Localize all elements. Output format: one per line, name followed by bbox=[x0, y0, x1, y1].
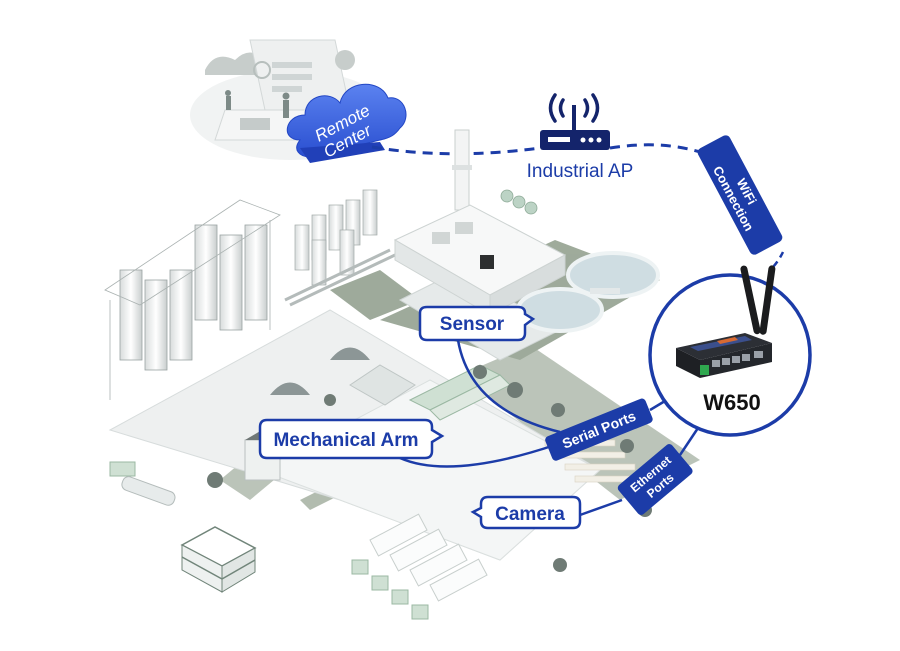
mechanical-arm-callout[interactable]: Mechanical Arm bbox=[258, 418, 445, 460]
remote-center-cloud[interactable]: Remote Center bbox=[286, 83, 407, 163]
cooling-fans bbox=[500, 189, 538, 215]
wifi-connection-tag[interactable]: WiFi Connection bbox=[696, 134, 784, 257]
camera-label: Camera bbox=[495, 504, 565, 525]
w650-label: W650 bbox=[703, 390, 760, 415]
industrial-router-device-icon bbox=[676, 265, 776, 378]
silos-left bbox=[104, 199, 281, 400]
sensor-label: Sensor bbox=[440, 314, 505, 335]
office-building bbox=[180, 526, 257, 593]
power-building bbox=[393, 129, 567, 316]
wifi-link-to-device bbox=[771, 251, 785, 269]
wireless-router-icon[interactable] bbox=[540, 93, 610, 150]
silos-middle bbox=[284, 189, 396, 307]
trucks bbox=[109, 461, 488, 620]
mechanical-arm-label: Mechanical Arm bbox=[273, 430, 418, 451]
small-cloud-icon bbox=[205, 52, 265, 75]
ethernet-device-link bbox=[678, 424, 702, 456]
mechanical-arm-serial-link bbox=[399, 443, 556, 468]
wifi-dashed-link bbox=[371, 143, 701, 156]
water-treatment-basins bbox=[516, 251, 660, 333]
wifi-signal-icon bbox=[548, 93, 600, 123]
industrial-ap-label: Industrial AP bbox=[527, 161, 634, 182]
w650-device-node[interactable]: W650 bbox=[648, 265, 812, 437]
camera-ethernet-link bbox=[579, 498, 623, 517]
sensor-serial-link bbox=[456, 339, 561, 434]
terminal-block bbox=[700, 365, 709, 375]
person-figures bbox=[225, 90, 290, 118]
sensor-callout[interactable]: Sensor bbox=[418, 305, 536, 342]
camera-callout[interactable]: Camera bbox=[470, 495, 582, 530]
